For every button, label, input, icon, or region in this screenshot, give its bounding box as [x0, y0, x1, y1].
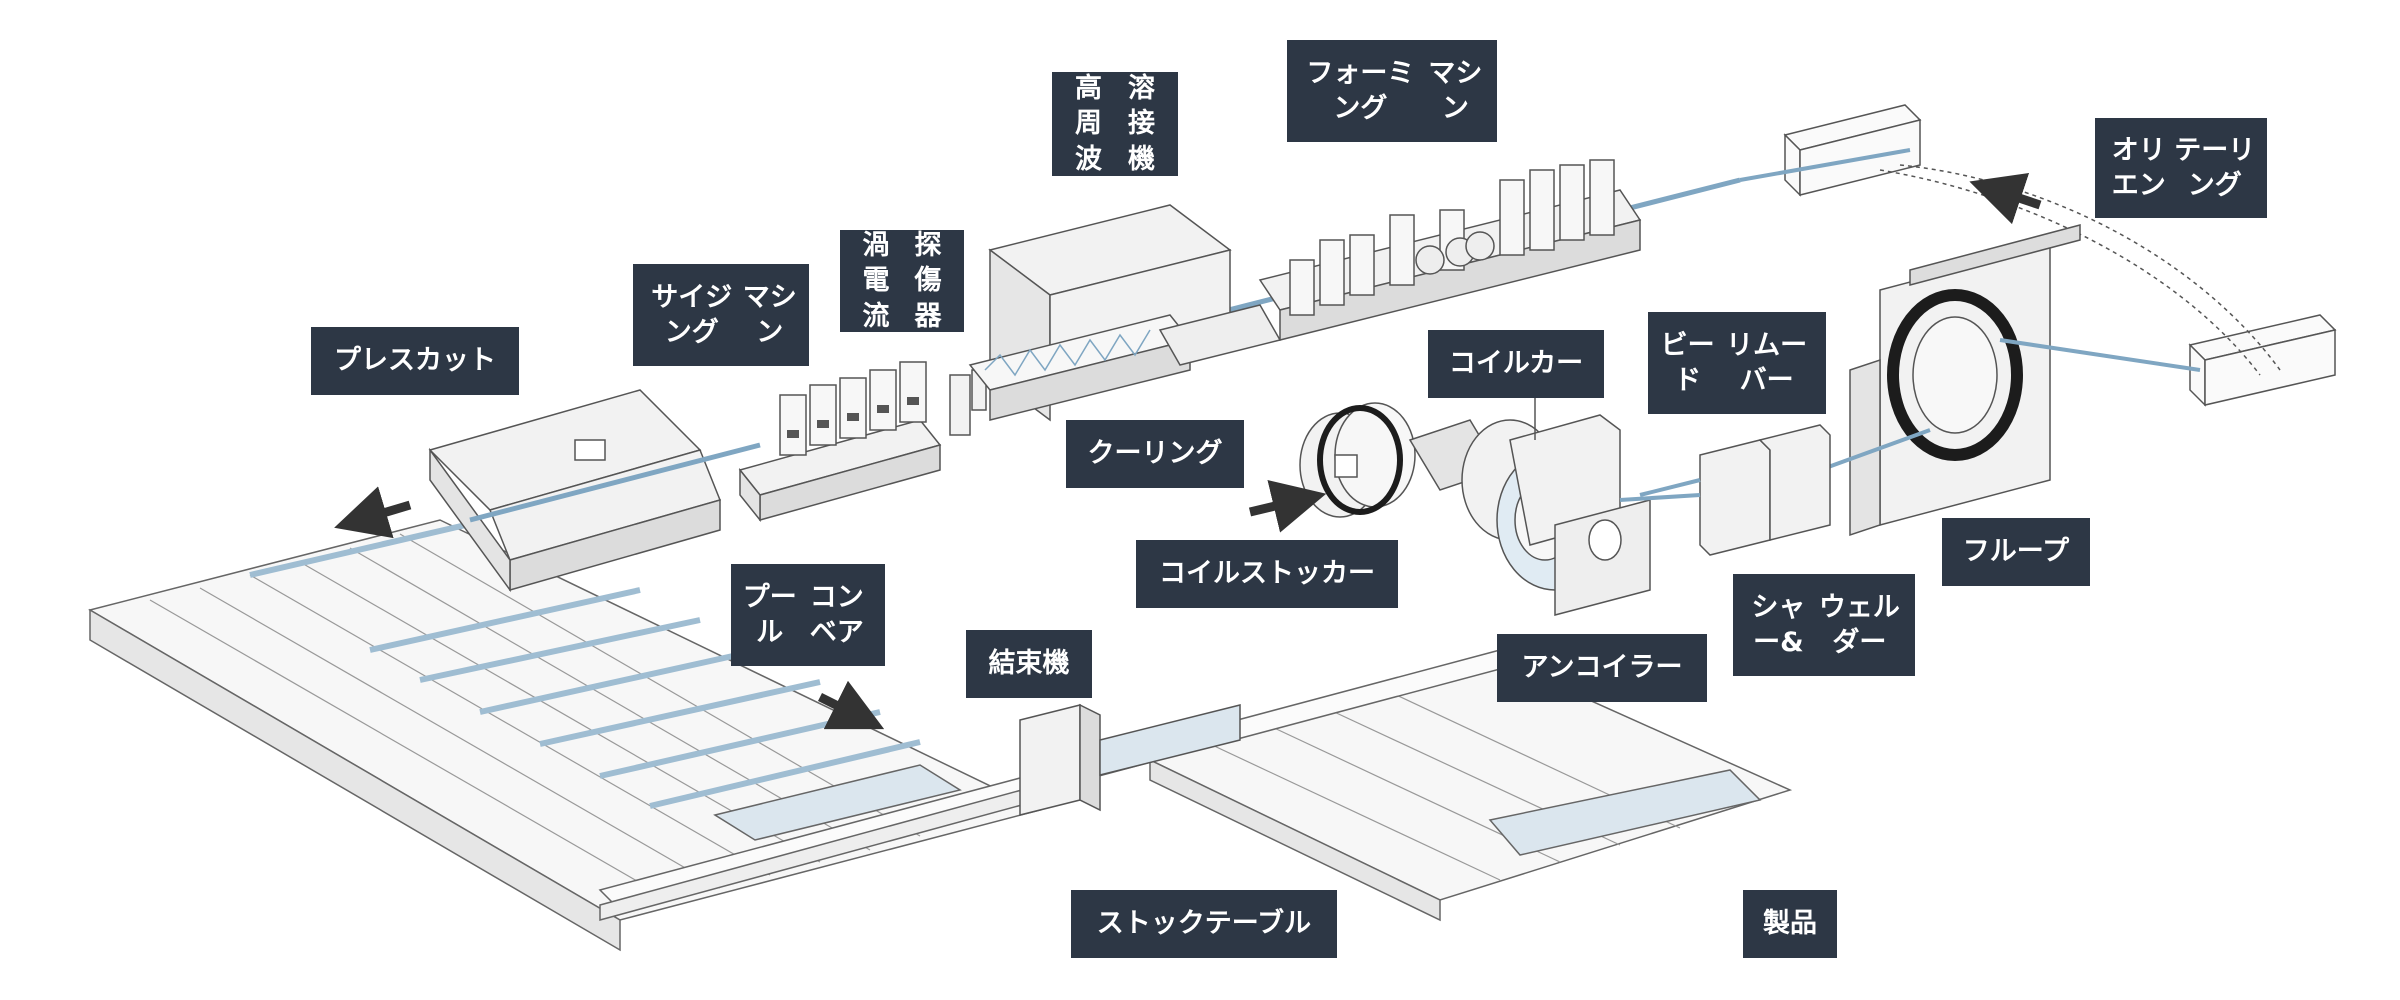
binder-machine [1019, 703, 1241, 816]
label-product: 製品 [1743, 890, 1837, 958]
label-orienting: オリエン テーリング [2095, 118, 2267, 218]
forming-machine [1158, 159, 1642, 366]
label-hf-welder: 高周波 溶接機 [1052, 72, 1178, 176]
orienting-machine [1739, 104, 2337, 407]
label-pull-conveyor: プール コンベア [731, 564, 885, 666]
sizing-machine [738, 361, 942, 523]
label-stock-table: ストックテーブル [1071, 890, 1337, 958]
arrow-coil-stocker [1248, 480, 1327, 533]
eddy-current-detector [949, 369, 987, 436]
hf-welder-machine [968, 204, 1232, 422]
uncoiler-machine [1461, 390, 1701, 616]
label-bead-remover: ビード リムーバー [1648, 312, 1826, 414]
label-sizing-machine: サイジング マシン [633, 264, 809, 366]
floop-machine [1819, 224, 2201, 537]
label-cooling: クーリング [1066, 420, 1244, 488]
flow-arrows [334, 172, 2042, 730]
label-coil-car: コイルカー [1428, 330, 1604, 398]
label-eddy-current: 渦電流 探傷器 [840, 230, 964, 332]
label-press-cut: プレスカット [311, 327, 519, 395]
label-coil-stocker: コイルストッカー [1136, 540, 1398, 608]
arrow-pull-conveyor [817, 680, 885, 730]
arrow-orienting [1969, 172, 2042, 225]
label-uncoiler: アンコイラー [1497, 634, 1707, 702]
label-binder: 結束機 [966, 630, 1092, 698]
label-shear-welder: シャー& ウェルダー [1733, 574, 1915, 676]
shear-welder-machine [1639, 424, 1831, 556]
pull-conveyor-floor [88, 519, 1043, 952]
label-forming-machine: フォーミング マシン [1287, 40, 1497, 142]
coil-stocker [1299, 402, 1502, 518]
arrow-press-cut [334, 486, 412, 539]
label-floop: フループ [1942, 518, 2090, 586]
